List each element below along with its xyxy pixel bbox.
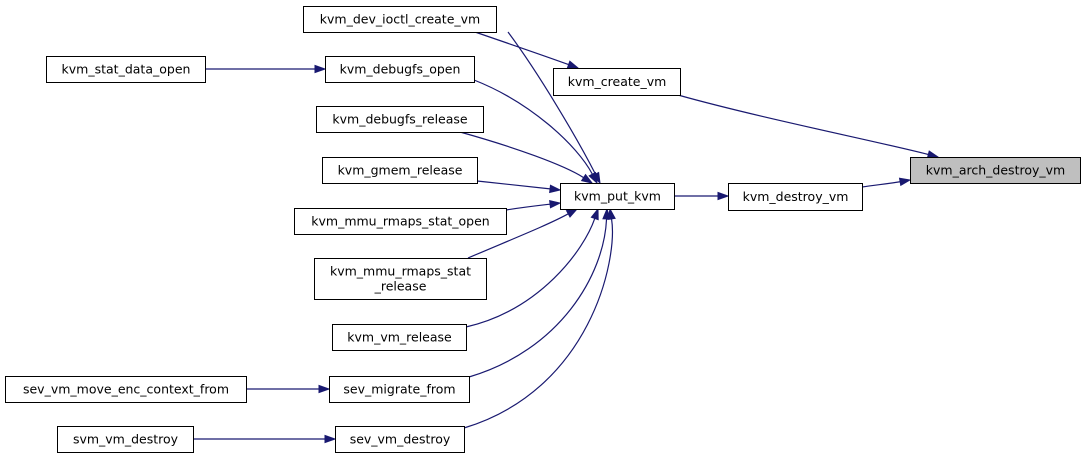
edge-kvm_vm_release-to-kvm_put_kvm	[465, 207, 599, 328]
node-label: svm_vm_destroy	[73, 432, 179, 447]
node-label: kvm_mmu_rmaps_stat_open	[311, 214, 489, 229]
node-box[interactable]	[322, 157, 478, 184]
node-box[interactable]	[294, 208, 507, 235]
node-sev_migrate_from[interactable]: sev_migrate_from	[329, 376, 470, 403]
node-label: sev_vm_destroy	[350, 432, 451, 447]
edge-kvm_create_vm-to-kvm_arch_destroy_vm	[677, 94, 940, 159]
arrowhead-icon	[549, 199, 562, 209]
edge-kvm_gmem_release-to-kvm_put_kvm	[476, 180, 562, 194]
node-kvm_dev_ioctl_create_vm[interactable]: kvm_dev_ioctl_create_vm	[303, 6, 497, 33]
node-sev_vm_destroy[interactable]: sev_vm_destroy	[335, 426, 465, 453]
node-box[interactable]	[560, 183, 675, 210]
edge-kvm_stat_data_open-to-kvm_debugfs_open	[205, 64, 327, 74]
arrowhead-icon	[588, 171, 598, 185]
arrowhead-icon	[314, 64, 327, 74]
node-kvm_put_kvm[interactable]: kvm_put_kvm	[560, 183, 675, 210]
edge-kvm_mmu_rmaps_stat_open-to-kvm_put_kvm	[505, 199, 562, 211]
edge-sev_vm_move_enc_context_from-to-sev_migrate_from	[246, 384, 331, 394]
node-label: sev_vm_move_enc_context_from	[23, 382, 229, 397]
node-kvm_debugfs_open[interactable]: kvm_debugfs_open	[325, 56, 475, 83]
node-kvm_debugfs_release[interactable]: kvm_debugfs_release	[316, 106, 484, 133]
node-kvm_gmem_release[interactable]: kvm_gmem_release	[322, 157, 478, 184]
node-box[interactable]	[332, 324, 467, 351]
arrowhead-icon	[566, 60, 580, 69]
edge-line	[473, 79, 593, 175]
edge-kvm_put_kvm-to-kvm_destroy_vm	[674, 191, 730, 201]
nodes-layer: kvm_arch_destroy_vm kvm_create_vm kvm_dest…	[5, 6, 1081, 453]
arrowhead-icon	[549, 184, 562, 194]
node-kvm_stat_data_open[interactable]: kvm_stat_data_open	[46, 56, 206, 83]
node-box[interactable]	[728, 183, 863, 211]
node-box[interactable]	[303, 6, 497, 33]
node-box[interactable]	[325, 56, 475, 83]
node-box[interactable]	[910, 157, 1081, 184]
node-box[interactable]	[316, 106, 484, 133]
node-label: kvm_create_vm	[568, 74, 667, 89]
arrowhead-icon	[580, 173, 594, 184]
node-label: sev_migrate_from	[343, 382, 455, 397]
node-box[interactable]	[335, 426, 465, 453]
edge-line	[476, 180, 551, 190]
arrowhead-icon	[717, 191, 730, 201]
arrowhead-icon	[590, 207, 599, 221]
node-label: kvm_vm_release	[347, 330, 452, 345]
edge-line	[467, 213, 569, 259]
node-kvm_mmu_rmaps_stat_open[interactable]: kvm_mmu_rmaps_stat_open	[294, 208, 507, 235]
edges-layer	[193, 31, 940, 444]
arrowhead-icon	[898, 177, 912, 187]
node-label: kvm_put_kvm	[574, 189, 661, 204]
arrowhead-icon	[565, 208, 579, 218]
edge-line	[861, 181, 901, 188]
node-box[interactable]	[553, 68, 681, 96]
node-sev_vm_move_enc_context_from[interactable]: sev_vm_move_enc_context_from	[5, 376, 247, 403]
node-box[interactable]	[314, 258, 487, 300]
arrowhead-icon	[926, 150, 940, 159]
edge-kvm_destroy_vm-to-kvm_arch_destroy_vm	[861, 177, 912, 188]
edge-line	[465, 218, 596, 328]
node-label: kvm_mmu_rmaps_stat	[330, 264, 471, 279]
edge-line	[677, 94, 929, 156]
edge-line	[474, 31, 569, 66]
edge-kvm_dev_ioctl_create_vm-to-kvm_put_kvm	[507, 31, 601, 185]
node-kvm_destroy_vm[interactable]: kvm_destroy_vm	[728, 183, 863, 211]
node-label: kvm_arch_destroy_vm	[926, 163, 1065, 178]
edge-line	[468, 218, 608, 378]
edge-line	[507, 31, 596, 175]
edge-kvm_debugfs_release-to-kvm_put_kvm	[459, 131, 594, 184]
node-label: kvm_debugfs_release	[332, 112, 468, 127]
node-box[interactable]	[46, 56, 206, 83]
edge-line	[459, 131, 584, 179]
node-label: kvm_destroy_vm	[743, 189, 849, 204]
node-kvm_create_vm[interactable]: kvm_create_vm	[553, 68, 681, 96]
node-box[interactable]	[57, 426, 194, 453]
node-label: kvm_stat_data_open	[62, 62, 191, 77]
edge-line	[463, 218, 613, 429]
node-kvm_arch_destroy_vm[interactable]: kvm_arch_destroy_vm	[910, 157, 1081, 184]
node-label: kvm_dev_ioctl_create_vm	[320, 12, 480, 27]
node-kvm_mmu_rmaps_stat_release[interactable]: kvm_mmu_rmaps_stat_release	[314, 258, 487, 300]
arrowhead-icon	[318, 384, 331, 394]
arrowhead-icon	[607, 207, 616, 221]
edge-svm_vm_destroy-to-sev_vm_destroy	[193, 434, 337, 444]
node-svm_vm_destroy[interactable]: svm_vm_destroy	[57, 426, 194, 453]
node-label: kvm_debugfs_open	[340, 62, 461, 77]
node-kvm_vm_release[interactable]: kvm_vm_release	[332, 324, 467, 351]
arrowhead-icon	[324, 434, 337, 444]
node-label: kvm_gmem_release	[338, 163, 463, 178]
edge-kvm_dev_ioctl_create_vm-to-kvm_create_vm	[474, 31, 580, 69]
edge-line	[505, 203, 551, 211]
node-box[interactable]	[329, 376, 470, 403]
node-box[interactable]	[5, 376, 247, 403]
node-label: _release	[374, 279, 427, 294]
edge-sev_vm_destroy-to-kvm_put_kvm	[463, 207, 616, 429]
edge-kvm_debugfs_open-to-kvm_put_kvm	[473, 79, 598, 185]
